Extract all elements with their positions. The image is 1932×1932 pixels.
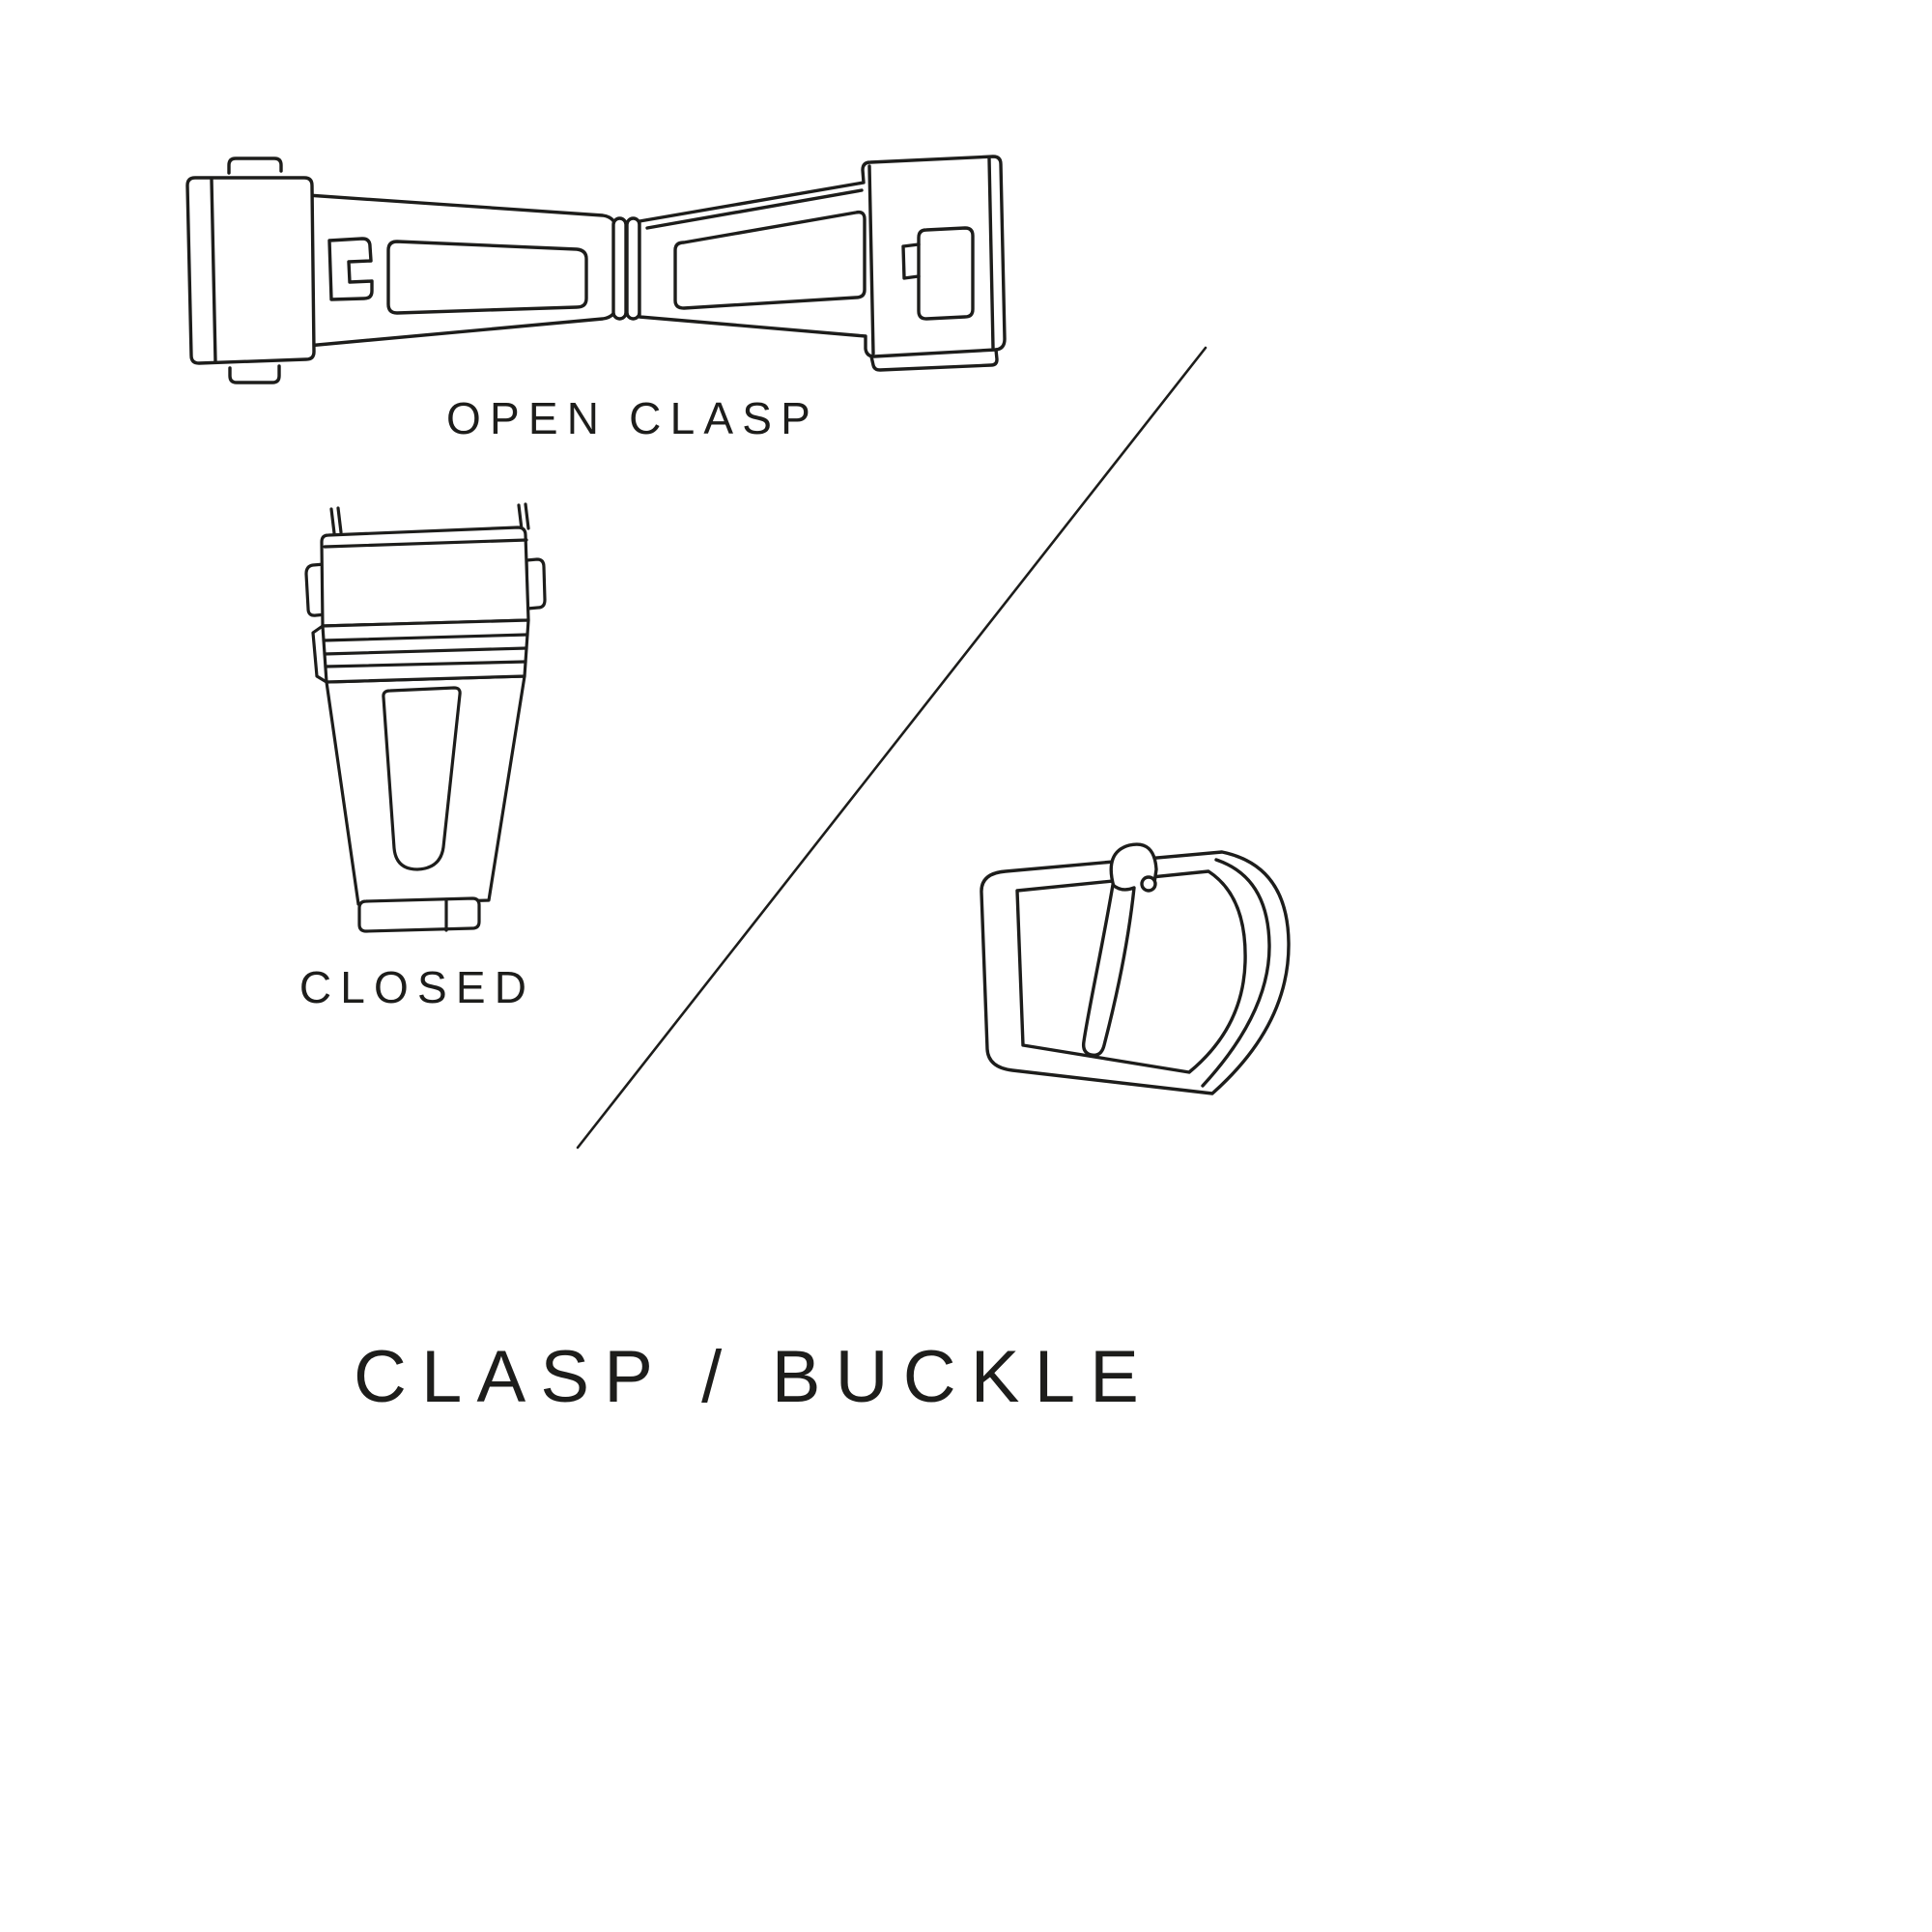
- pin-buckle-illustration: [959, 837, 1297, 1112]
- open-clasp-label: OPEN CLASP: [446, 393, 819, 443]
- closed-clasp-label: CLOSED: [298, 962, 536, 1012]
- open-clasp-illustration: [172, 147, 1022, 388]
- closed-clasp-illustration: [290, 500, 551, 945]
- diagonal-divider: [560, 328, 1227, 1169]
- page-title: CLASP / BUCKLE: [353, 1336, 1154, 1418]
